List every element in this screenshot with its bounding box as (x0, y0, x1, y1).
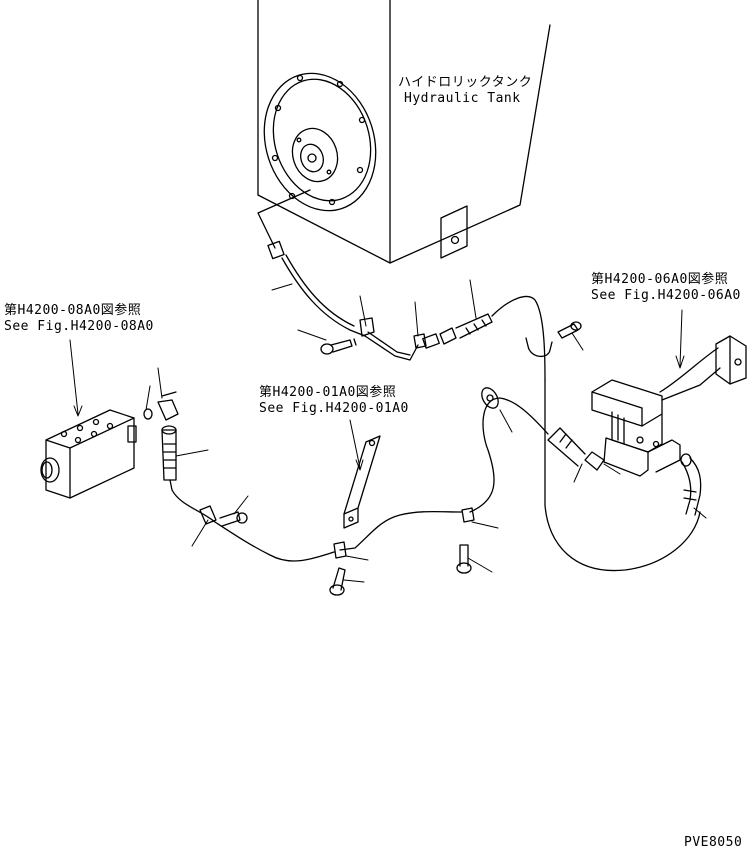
left-valve-block (41, 392, 178, 498)
ref-right-en: See Fig.H4200-06A0 (591, 288, 741, 303)
drawing-code: PVE8050 (684, 835, 743, 850)
bolt-upper-left (321, 339, 356, 354)
tank-hose (258, 190, 700, 571)
bolt-upper-right (558, 322, 581, 338)
ref-center-en: See Fig.H4200-01A0 (259, 401, 409, 416)
clamp-right (526, 338, 552, 356)
ref-left-en: See Fig.H4200-08A0 (4, 319, 154, 334)
ref-left-jp: 第H4200-08A0図参照 (4, 303, 142, 318)
tank-label-en: Hydraulic Tank (404, 91, 521, 106)
ref-right-jp: 第H4200-06A0図参照 (591, 272, 729, 287)
ref-center-jp: 第H4200-01A0図参照 (259, 385, 397, 400)
hydraulic-tank (247, 0, 550, 263)
leader-lines (70, 280, 706, 582)
valve-ports (62, 420, 113, 443)
center-bracket (344, 436, 380, 528)
flange-bolts (273, 76, 365, 205)
right-valve (548, 336, 746, 515)
lower-hose (170, 385, 548, 561)
bolt-center-lower (330, 545, 471, 595)
tank-label-jp: ハイドロリックタンク (398, 75, 533, 90)
clip-lower-left (200, 506, 247, 526)
